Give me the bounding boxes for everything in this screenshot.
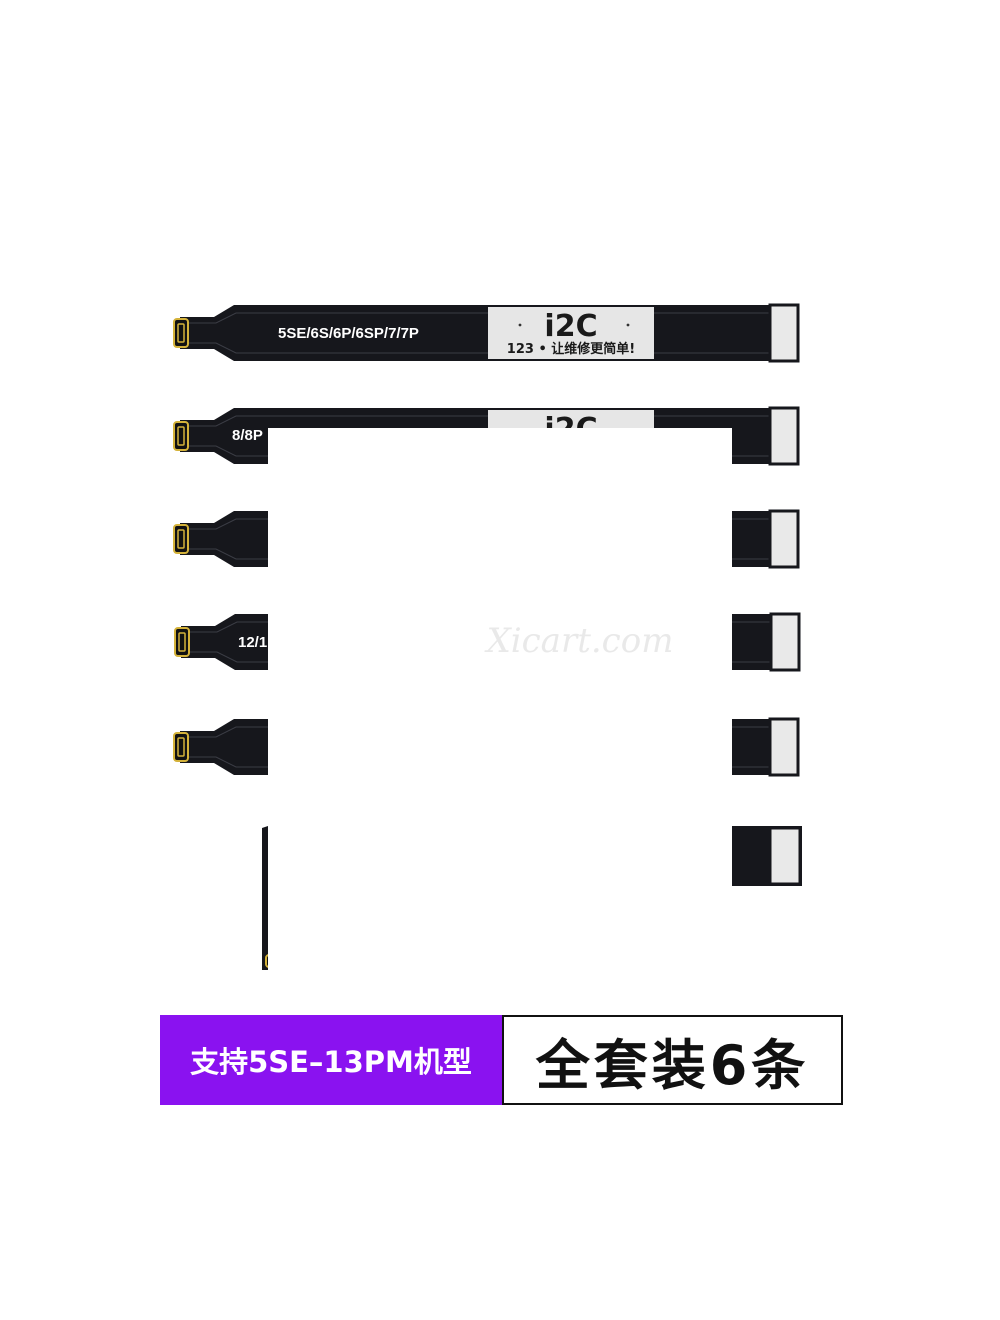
- flex-cable-1: 5SE/6S/6P/6SP/7/7P i2C 123 • 让维修更简单!: [172, 303, 800, 363]
- brand-logo-text: i2C: [544, 309, 597, 344]
- watermark-text: Xicart.com: [484, 621, 674, 661]
- i2c-brand-sticker: i2C 123 • 让维修更简单!: [488, 307, 654, 359]
- flex-cable-4: 12/1: [173, 612, 801, 672]
- blank-overlay-panel: [268, 428, 732, 988]
- cable-2-label: 8/8P: [232, 427, 263, 444]
- supported-models-badge: 支持5SE–13PM机型: [160, 1015, 502, 1105]
- cable-1-label: 5SE/6S/6P/6SP/7/7P: [278, 325, 419, 342]
- set-count-text: 全套装6条: [535, 1033, 810, 1097]
- set-count-badge: 全套装6条: [502, 1015, 843, 1105]
- model-banner: 支持5SE–13PM机型 全套装6条: [160, 1015, 843, 1105]
- brand-slogan: 123 • 让维修更简单!: [507, 341, 635, 357]
- cable-4-label: 12/1: [238, 634, 267, 651]
- supported-models-text: 支持5SE–13PM机型: [190, 1045, 472, 1079]
